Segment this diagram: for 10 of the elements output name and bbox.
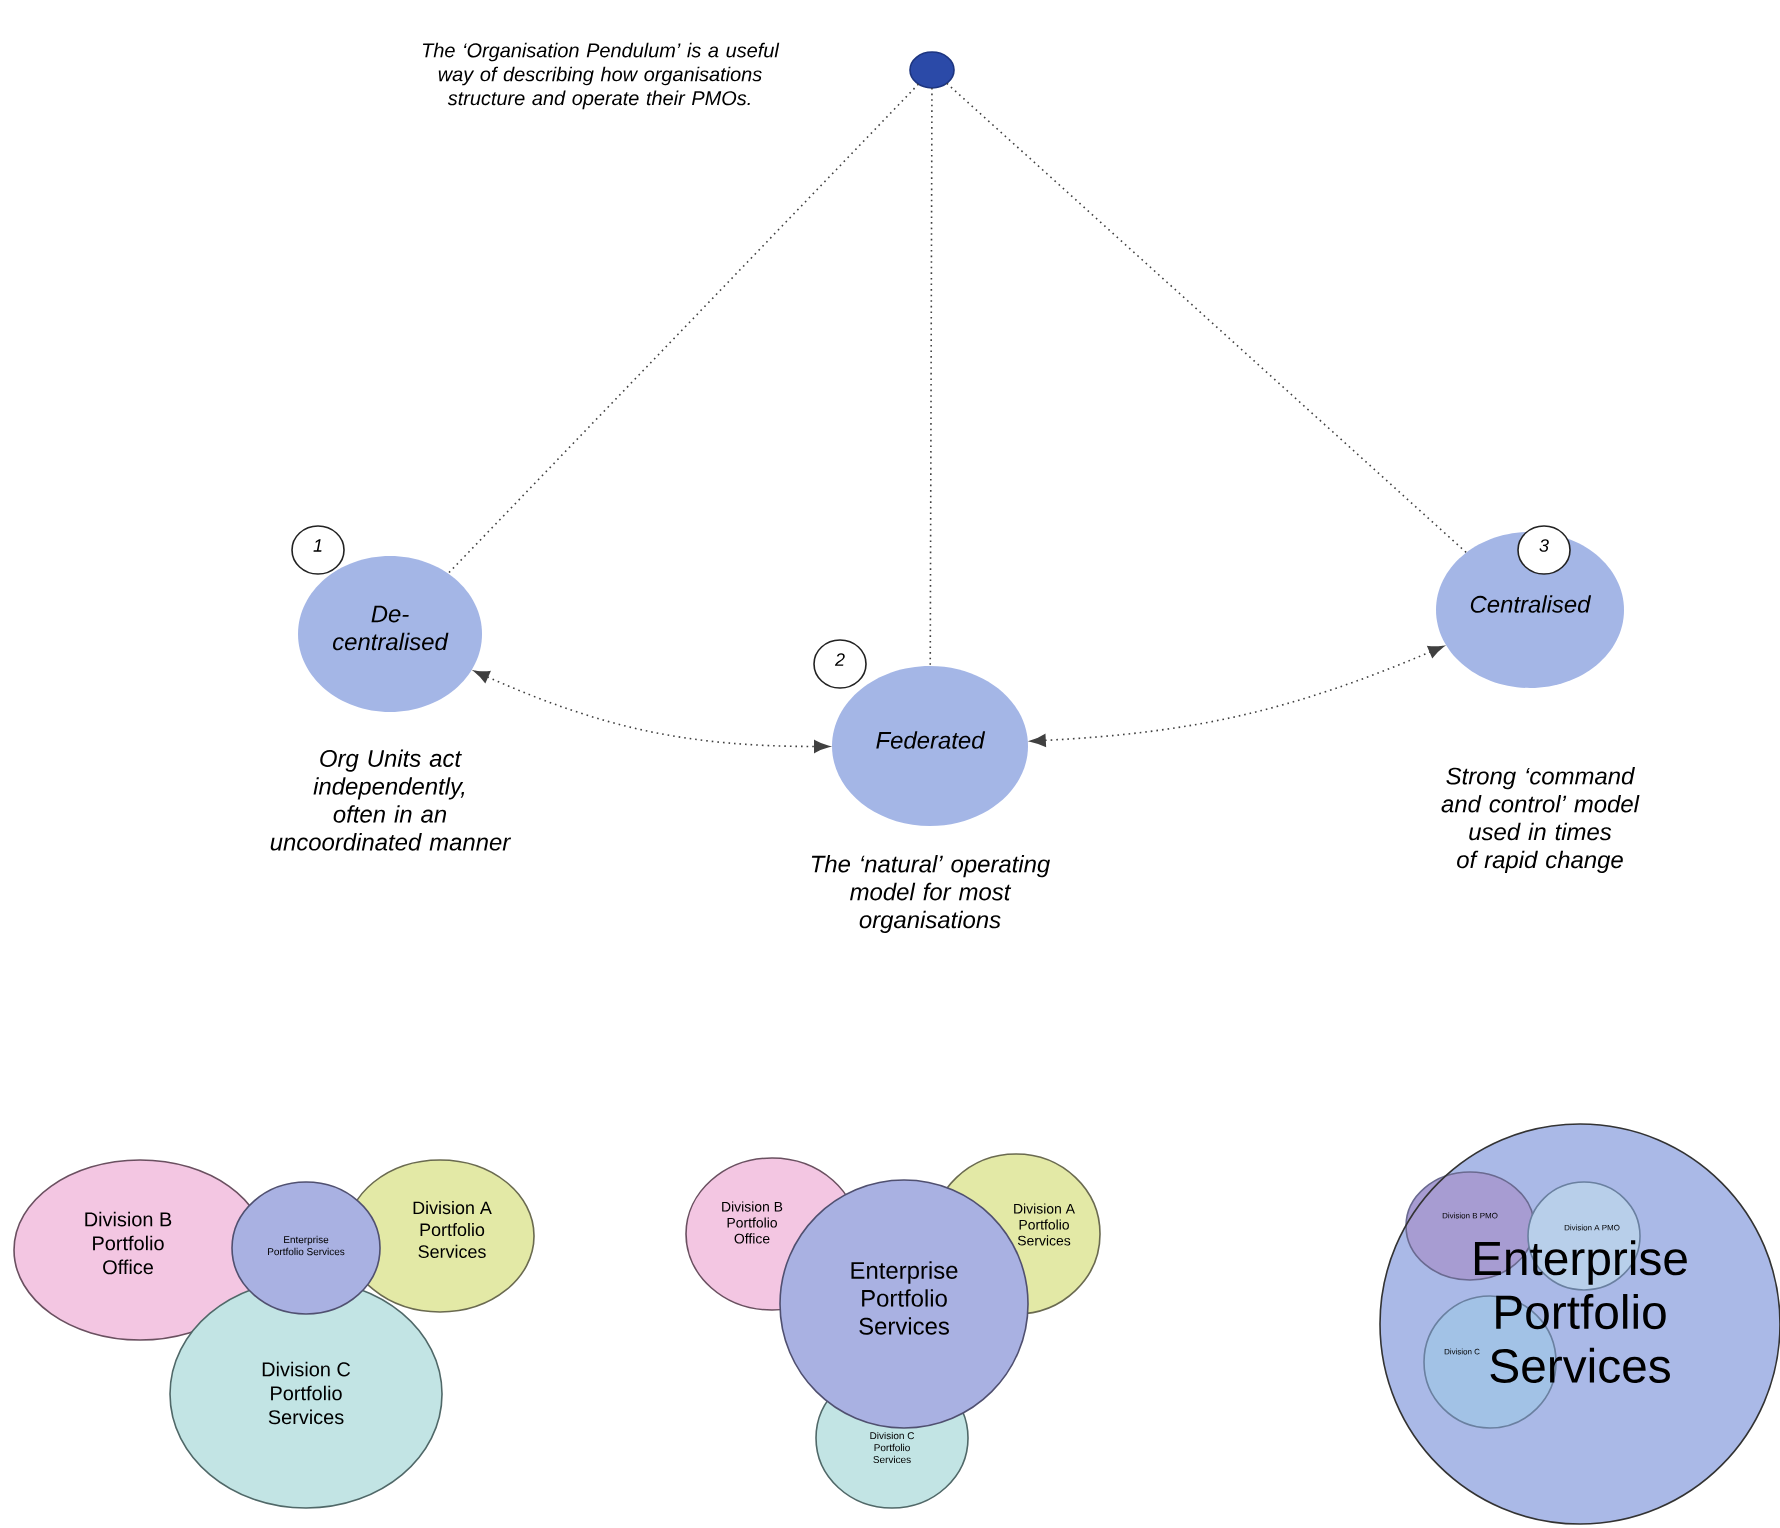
- intro-note: The ‘Organisation Pendulum’ is a useful way of describing how organisations structure and operate their PMOs.: [422, 42, 780, 110]
- node-caption: The ‘natural’ operating model for most organisations: [811, 854, 1051, 934]
- connector: [447, 83, 920, 575]
- arrow: [473, 670, 830, 753]
- node-caption: Org Units act independently, often in an uncoordinated manner: [270, 749, 512, 851]
- connector: [929, 87, 933, 667]
- arrow: [1030, 645, 1444, 747]
- pendulum-bob: [909, 51, 955, 89]
- connector: [946, 82, 1468, 554]
- node-caption: Strong ‘command and control’ model used in times of rapid change: [1441, 767, 1640, 873]
